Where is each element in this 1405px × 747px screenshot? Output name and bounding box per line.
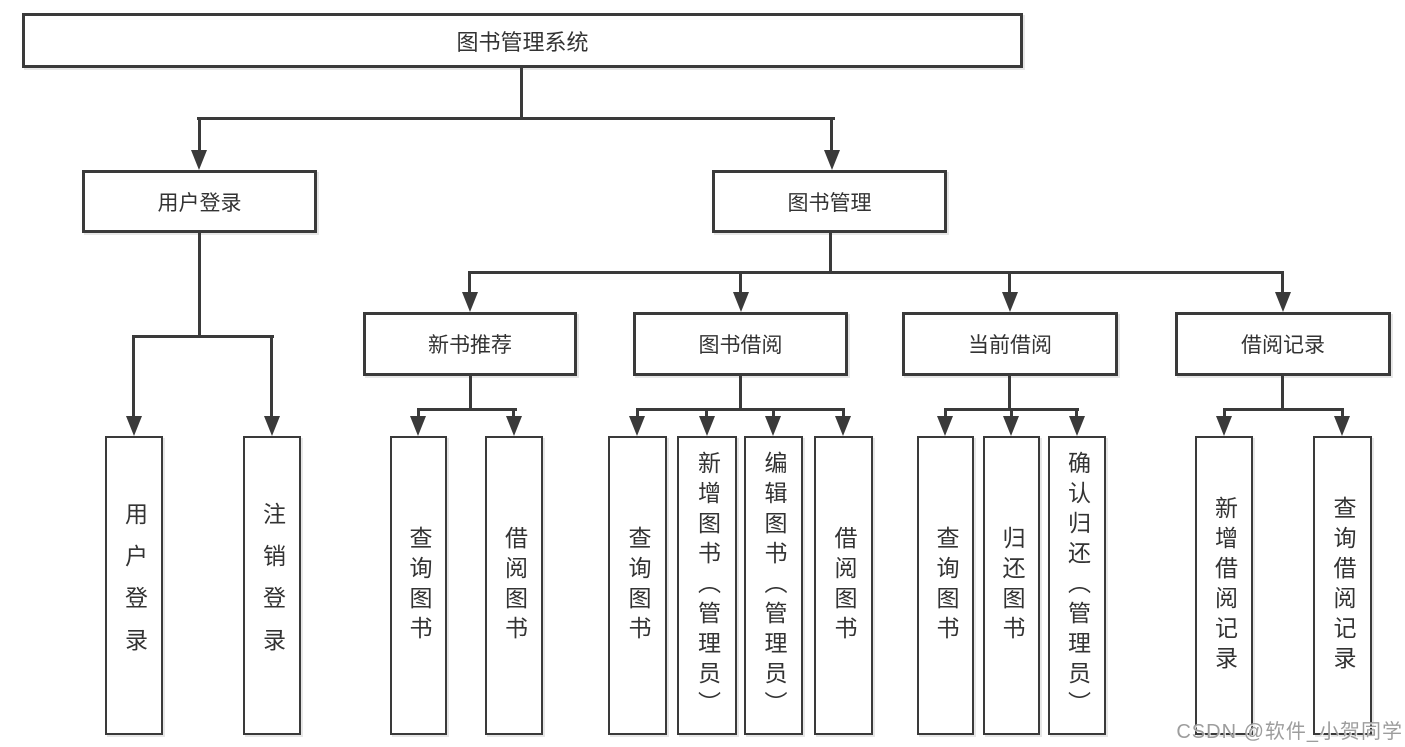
node-label: 编辑图书（管理员） (761, 450, 787, 721)
connector-line (1223, 408, 1344, 411)
node-label: 确认归还（管理员） (1064, 450, 1091, 721)
connector-line (739, 271, 742, 295)
leaf-query-books: 查询图书 (608, 436, 667, 735)
watermark: CSDN @软件_小贺同学 (1176, 721, 1403, 743)
connector-line (197, 117, 835, 120)
connector-line (1008, 376, 1011, 409)
leaf-return-books: 归还图书 (983, 436, 1040, 735)
connector-line (132, 335, 274, 338)
leaf-user-login: 用户登录 (105, 436, 163, 735)
node-current-borrowing: 当前借阅 (902, 312, 1118, 376)
connector-line (520, 68, 523, 118)
connector-line (198, 117, 201, 152)
node-label: 用户登录 (121, 501, 148, 670)
connector-line (1223, 408, 1226, 418)
node-label: 图书管理 (787, 191, 872, 215)
connector-line (636, 408, 845, 411)
arrow-down-icon (765, 416, 781, 436)
leaf-query-books: 查询图书 (917, 436, 974, 735)
connector-line (830, 117, 833, 152)
node-book-borrowing: 图书借阅 (633, 312, 848, 376)
arrow-down-icon (1003, 416, 1019, 436)
node-label: 图书管理系统 (456, 29, 589, 55)
node-label: 新书推荐 (428, 334, 512, 357)
arrow-down-icon (264, 416, 280, 436)
connector-line (417, 408, 420, 418)
node-label: 图书借阅 (698, 334, 783, 357)
connector-line (829, 233, 832, 273)
connector-line (132, 335, 135, 418)
node-new-book-recommendation: 新书推荐 (363, 312, 577, 376)
node-label: 借阅记录 (1241, 334, 1325, 357)
arrow-down-icon (410, 416, 426, 436)
connector-line (468, 271, 471, 295)
connector-line (1010, 408, 1013, 418)
arrow-down-icon (1275, 292, 1291, 312)
node-library-management-system: 图书管理系统 (22, 13, 1023, 68)
connector-line (1341, 408, 1344, 418)
arrow-down-icon (191, 150, 207, 170)
node-label: 归还图书 (999, 525, 1025, 646)
connector-line (772, 408, 775, 418)
leaf-add-books-admin: 新增图书（管理员） (677, 436, 737, 735)
node-label: 借阅图书 (831, 525, 857, 646)
connector-line (468, 271, 1284, 274)
leaf-query-books: 查询图书 (390, 436, 447, 735)
leaf-add-borrow-record: 新增借阅记录 (1195, 436, 1253, 735)
arrow-down-icon (1069, 416, 1085, 436)
connector-line (739, 376, 742, 409)
arrow-down-icon (835, 416, 851, 436)
leaf-edit-books-admin: 编辑图书（管理员） (744, 436, 803, 735)
connector-line (1075, 408, 1078, 418)
node-label: 查询借阅记录 (1330, 495, 1356, 676)
arrow-down-icon (462, 292, 478, 312)
node-label: 查询图书 (933, 525, 959, 646)
node-label: 查询图书 (406, 525, 432, 646)
arrow-down-icon (1002, 292, 1018, 312)
leaf-confirm-return-admin: 确认归还（管理员） (1048, 436, 1106, 735)
connector-line (636, 408, 639, 418)
connector-line (270, 335, 273, 418)
node-book-management: 图书管理 (712, 170, 947, 233)
arrow-down-icon (629, 416, 645, 436)
connector-line (1281, 376, 1284, 409)
connector-line (198, 233, 201, 336)
connector-line (944, 408, 947, 418)
arrow-down-icon (699, 416, 715, 436)
node-label: 注销登录 (259, 501, 286, 670)
leaf-borrow-books: 借阅图书 (814, 436, 873, 735)
node-label: 新增图书（管理员） (694, 450, 721, 721)
connector-line (1008, 271, 1011, 295)
arrow-down-icon (733, 292, 749, 312)
arrow-down-icon (126, 416, 142, 436)
connector-line (705, 408, 708, 418)
arrow-down-icon (1334, 416, 1350, 436)
node-label: 借阅图书 (501, 525, 528, 646)
arrow-down-icon (506, 416, 522, 436)
connector-line (417, 408, 517, 411)
node-label: 用户登录 (157, 191, 242, 215)
connector-line (512, 408, 515, 418)
leaf-borrow-books: 借阅图书 (485, 436, 543, 735)
leaf-logout: 注销登录 (243, 436, 301, 735)
node-label: 新增借阅记录 (1211, 495, 1238, 676)
arrow-down-icon (824, 150, 840, 170)
connector-line (469, 376, 472, 409)
node-label: 当前借阅 (968, 334, 1052, 357)
node-label: 查询图书 (625, 525, 651, 646)
arrow-down-icon (937, 416, 953, 436)
connector-line (842, 408, 845, 418)
node-borrowing-records: 借阅记录 (1175, 312, 1391, 376)
leaf-query-borrow-record: 查询借阅记录 (1313, 436, 1372, 735)
arrow-down-icon (1216, 416, 1232, 436)
connector-line (1281, 271, 1284, 295)
node-user-login: 用户登录 (82, 170, 317, 233)
